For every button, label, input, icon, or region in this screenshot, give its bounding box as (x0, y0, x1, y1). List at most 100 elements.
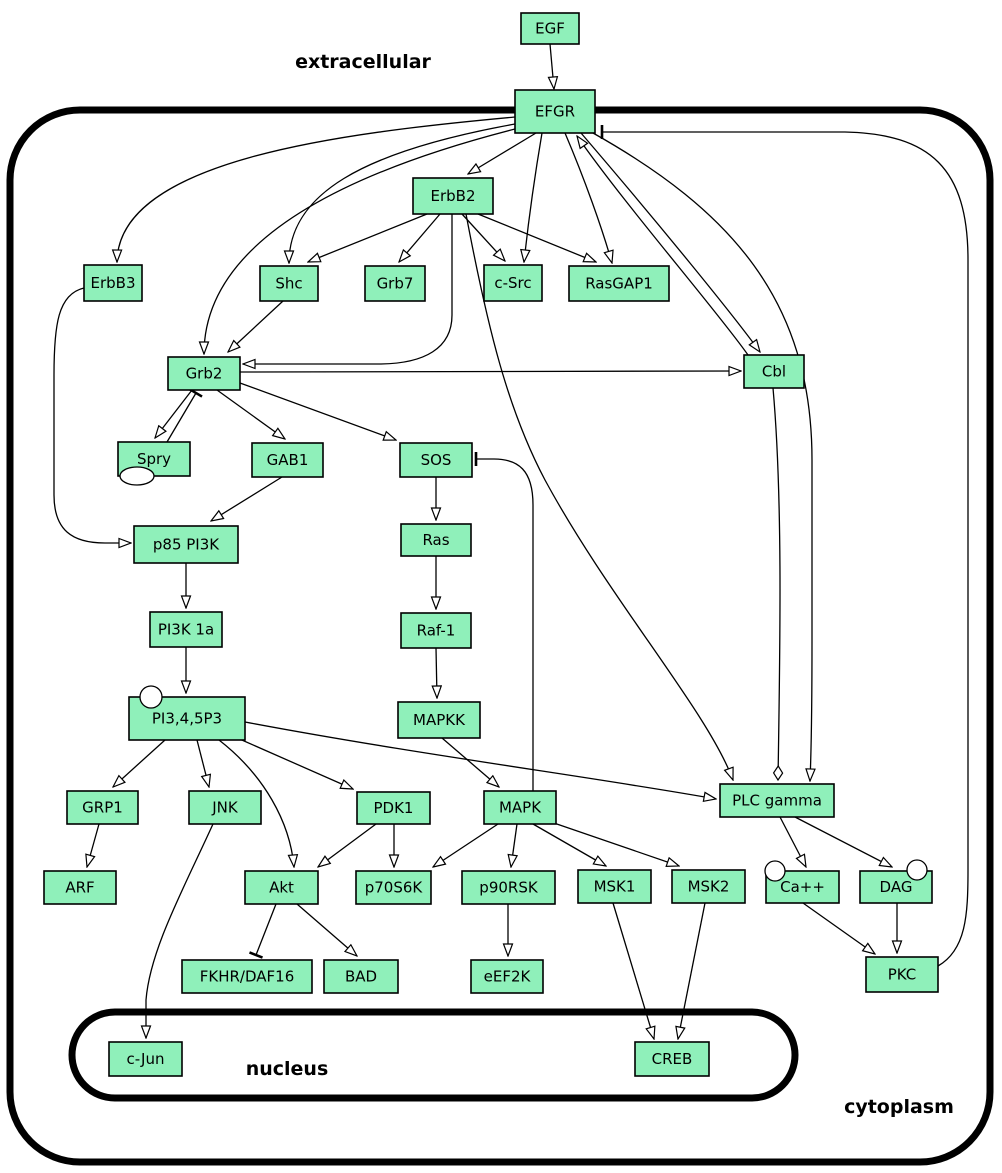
node-label-grb2: Grb2 (186, 365, 223, 383)
node-creb: CREB (634, 1041, 710, 1077)
node-box-c-src (483, 264, 543, 302)
node-label-pi3k-1a: PI3K 1a (158, 621, 214, 639)
node-label-akt: Akt (269, 879, 294, 897)
edge-mapkk-mapk (441, 737, 499, 787)
node-label-p85-pi3k: p85 PI3K (153, 536, 220, 554)
node-label-pkc: PKC (888, 966, 917, 984)
edge-efgr-erbb2 (468, 132, 537, 174)
node-label-pdk1: PDK1 (374, 799, 414, 817)
node-label-c-src: c-Src (494, 274, 531, 292)
node-box-p70s6k (355, 870, 432, 905)
node-box-p90rsk (461, 870, 556, 905)
node-plc-gamma: PLC gamma (719, 783, 835, 818)
edge-ca-pkc (802, 902, 875, 954)
node-box-msk2 (671, 869, 746, 904)
node-grb7: Grb7 (364, 265, 426, 302)
node-box-egf (520, 12, 580, 45)
node-mapk: MAPK (483, 790, 557, 825)
node-pdk1: PDK1 (356, 791, 431, 825)
node-spry: Spry (117, 441, 191, 477)
node-box-eef2k (470, 959, 544, 994)
node-label-mapkk: MAPKK (413, 711, 466, 729)
edge-mapk-msk1 (532, 823, 606, 866)
edge-pi3-4-5p3-pdk1 (234, 736, 353, 789)
node-box-arf (43, 870, 117, 905)
edge-pi3-4-5p3-jnk (196, 739, 209, 787)
edge-pi3-4-5p3-plc-gamma (244, 721, 716, 799)
node-box-c-jun (108, 1041, 183, 1077)
edge-grb2-spry (155, 389, 193, 438)
edge-efgr-rasgap1 (564, 132, 612, 263)
node-box-pi3k-1a (149, 611, 223, 648)
edge-akt-fkhr-daf16 (249, 903, 277, 959)
node-box-fkhr-daf16 (181, 959, 313, 994)
edge-raf-1-mapkk (436, 647, 437, 698)
edge-msk2-creb (678, 902, 706, 1039)
node-label-sos: SOS (421, 451, 452, 469)
node-box-plc-gamma (719, 783, 835, 818)
edge-gab1-p85-pi3k (211, 476, 283, 521)
node-label-shc: Shc (275, 275, 302, 293)
node-label-fkhr-daf16: FKHR/DAF16 (200, 968, 294, 986)
edge-grb2-gab1 (216, 389, 285, 439)
nucleus-label: nucleus (246, 1058, 329, 1080)
node-raf-1: Raf-1 (400, 612, 472, 649)
edge-erbb3-p85-pi3k (53, 287, 131, 543)
node-arf: ARF (43, 870, 117, 905)
node-erbb3: ErbB3 (83, 264, 143, 302)
node-fkhr-daf16: FKHR/DAF16 (181, 959, 313, 994)
node-label-ca: Ca++ (780, 878, 825, 896)
node-label-msk2: MSK2 (688, 878, 730, 896)
node-box-erbb3 (83, 264, 143, 302)
edge-akt-bad (296, 903, 357, 956)
edge-plc-gamma-ca (779, 816, 806, 867)
node-efgr: EFGR (514, 89, 596, 134)
node-box-mapkk (397, 701, 481, 739)
node-akt: Akt (244, 870, 319, 905)
node-c-src: c-Src (483, 264, 543, 302)
node-label-plc-gamma: PLC gamma (732, 792, 822, 810)
node-label-spry: Spry (137, 450, 171, 468)
edge-plc-gamma-dag (794, 816, 892, 867)
decor-layer (119, 466, 928, 882)
node-eef2k: eEF2K (470, 959, 544, 994)
node-label-mapk: MAPK (499, 799, 542, 817)
node-box-ras (400, 523, 472, 557)
node-jnk: JNK (188, 790, 262, 825)
node-pkc: PKC (865, 956, 939, 993)
node-label-gab1: GAB1 (267, 451, 309, 469)
edge-efgr-plc-gamma (592, 132, 812, 781)
edge-mapk-sos (474, 452, 534, 791)
node-label-jnk: JNK (211, 799, 239, 817)
ca-state-circle (764, 860, 786, 882)
edge-spry-grb2 (166, 388, 203, 443)
node-msk1: MSK1 (577, 869, 652, 904)
node-mapkk: MAPKK (397, 701, 481, 739)
node-box-grp1 (66, 790, 139, 825)
node-bad: BAD (323, 959, 399, 994)
node-sos: SOS (399, 442, 473, 478)
edges-layer (53, 43, 969, 1039)
edge-efgr-cbl (580, 132, 760, 352)
node-label-p70s6k: p70S6K (365, 879, 424, 897)
edge-grp1-arf (87, 823, 100, 867)
node-box-cbl (743, 354, 805, 389)
cell-membrane (6, 106, 994, 1166)
node-box-shc (259, 265, 319, 302)
node-box-jnk (188, 790, 262, 825)
edge-mapk-msk2 (550, 821, 679, 866)
edge-efgr-grb2 (204, 128, 516, 354)
edge-shc-grb2 (228, 300, 284, 352)
node-msk2: MSK2 (671, 869, 746, 904)
node-box-erbb2 (412, 177, 494, 215)
node-box-sos (399, 442, 473, 478)
edge-erbb2-grb7 (399, 213, 441, 262)
edge-grb2-cbl (239, 371, 741, 372)
node-label-eef2k: eEF2K (484, 968, 532, 986)
node-box-p85-pi3k (133, 525, 239, 564)
node-box-msk1 (577, 869, 652, 904)
node-rasgap1: RasGAP1 (568, 265, 670, 302)
edge-pi3-4-5p3-akt (218, 739, 294, 867)
